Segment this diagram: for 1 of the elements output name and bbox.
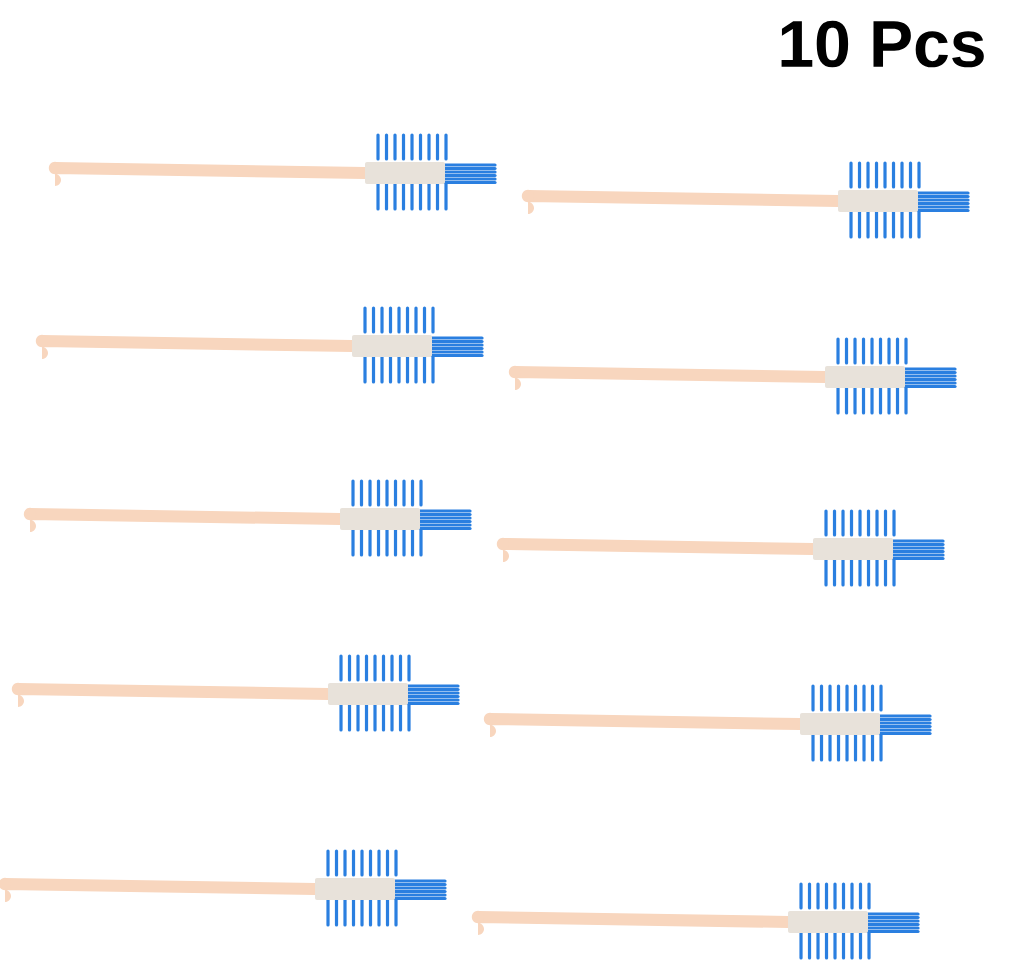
quantity-label: 10 Pcs (781, 20, 984, 68)
